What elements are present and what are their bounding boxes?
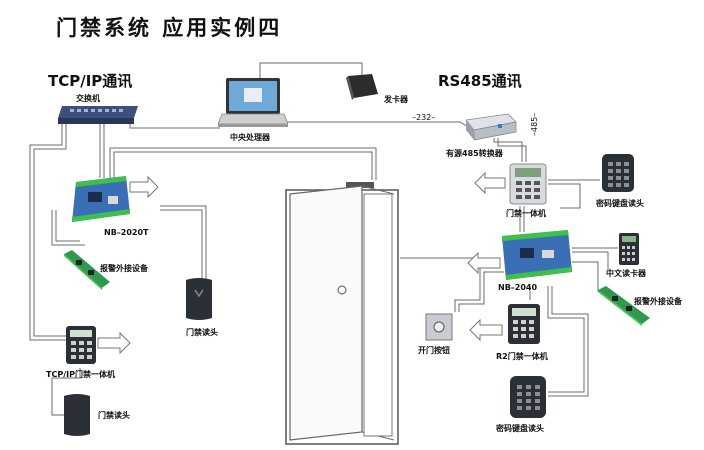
wire <box>33 308 66 337</box>
reader-bottom-left-label: 门禁读头 <box>98 411 130 420</box>
card-reader-icon <box>64 394 90 436</box>
card-reader-icon <box>186 278 212 320</box>
alarm-left-label: 报警外接设备 <box>100 264 148 273</box>
wire <box>547 286 585 393</box>
network-switch-icon <box>58 106 138 124</box>
wire <box>33 122 67 308</box>
keypad-reader-icon <box>510 376 546 418</box>
tcpip-unit-label: TCP/IP门禁一体机 <box>46 370 115 379</box>
exit-button-icon <box>425 313 453 341</box>
wire <box>572 261 599 292</box>
section-rs485: RS485通讯 <box>438 72 522 90</box>
alarm-device-icon <box>598 286 650 326</box>
wire <box>55 210 80 242</box>
keypad-reader-top-label: 密码键盘读头 <box>596 199 644 208</box>
controller-board-icon <box>72 176 130 222</box>
wire <box>29 122 63 310</box>
wire <box>497 138 527 162</box>
wire <box>572 251 609 270</box>
r2-unit-label: R2门禁一体机 <box>496 352 548 361</box>
controller-board-icon <box>502 230 572 280</box>
wire <box>113 151 373 192</box>
keypad-reader-icon <box>602 154 634 192</box>
wire <box>259 62 363 85</box>
arrow-left <box>467 251 501 275</box>
converter-label: 有源485转换器 <box>446 149 503 158</box>
laptop-icon <box>218 78 288 127</box>
wire <box>29 310 66 341</box>
wire <box>454 267 500 312</box>
access-unit-icon <box>509 163 547 205</box>
section-tcpip: TCP/IP通讯 <box>48 72 133 90</box>
rs232-label: –232– <box>412 113 436 122</box>
wire <box>129 118 220 129</box>
arrow-left <box>474 171 506 195</box>
wire <box>160 209 203 280</box>
chinese-card-reader-icon <box>619 233 639 265</box>
alarm-right-label: 报警外接设备 <box>634 297 682 306</box>
controller-left-label: NB–2020T <box>104 228 149 237</box>
door-button-label: 开门按钮 <box>418 346 450 355</box>
arrow-left <box>469 318 503 342</box>
wire <box>51 368 81 416</box>
wire <box>51 210 85 246</box>
r2-access-unit-icon <box>508 304 540 344</box>
wire <box>109 147 377 192</box>
arrow-right <box>97 331 131 355</box>
computer-label: 中央处理器 <box>230 133 270 142</box>
switch-label: 交换机 <box>76 94 100 103</box>
door-icon <box>285 182 399 445</box>
arrow-right <box>129 175 159 199</box>
tcpip-access-unit-icon <box>66 326 96 364</box>
keypad-reader-bottom-label: 密码键盘读头 <box>496 424 544 433</box>
card-issuer-icon <box>346 74 378 100</box>
controller-right-label: NB–2040 <box>498 283 538 292</box>
wire <box>548 286 589 397</box>
card-issuer-label: 发卡器 <box>384 95 408 104</box>
rs485-label: –485– <box>530 112 539 136</box>
alarm-device-icon <box>64 250 110 290</box>
wire <box>493 138 523 162</box>
cn-reader-label: 中文读卡器 <box>606 269 646 278</box>
reader-center-label: 门禁读头 <box>186 328 218 337</box>
wire <box>285 121 471 129</box>
wire <box>160 205 207 280</box>
rs485-converter-icon <box>465 113 517 141</box>
access-unit-label: 门禁一体机 <box>506 209 546 218</box>
diagram-title: 门禁系统 应用实例四 <box>56 15 283 40</box>
wire <box>548 183 581 209</box>
wire <box>458 271 504 312</box>
